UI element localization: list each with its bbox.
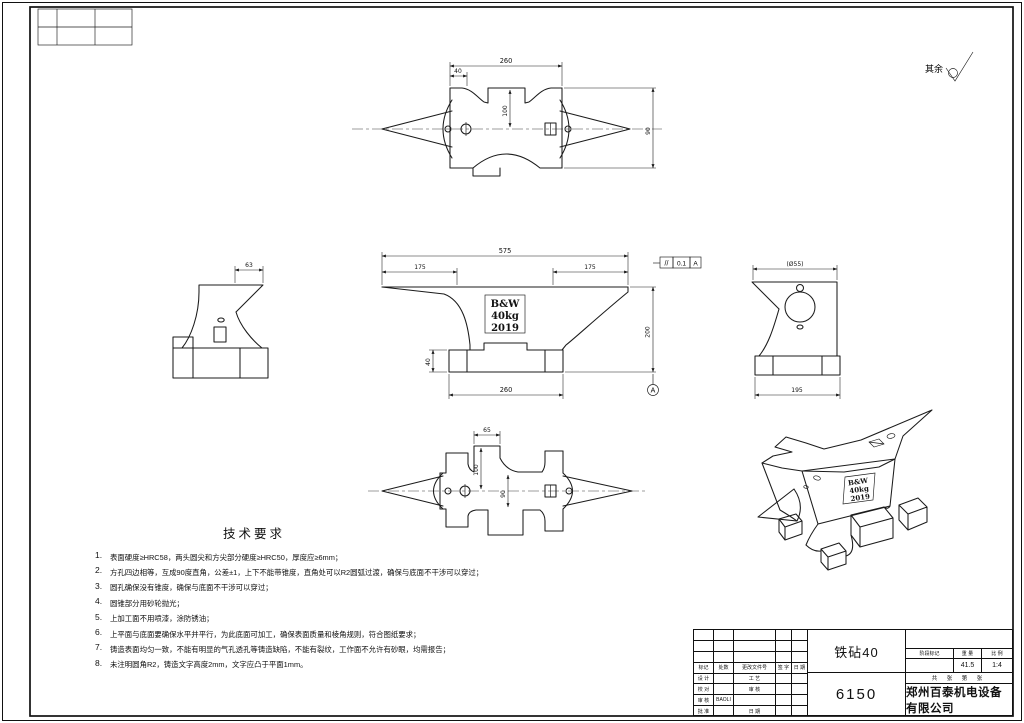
brand-line3: 2019 — [491, 323, 519, 334]
dim-260-top: 260 — [500, 57, 513, 65]
dim-dia: (Ø55) — [786, 261, 803, 268]
iso-brand-line3: 2019 — [850, 492, 871, 504]
drawing-number: 6150 — [835, 686, 878, 703]
stage-weight-scale-values: 41.5 1:4 — [906, 659, 1012, 673]
dim-175-right: 175 — [584, 264, 596, 271]
bottom-view: 65 100 90 — [368, 427, 648, 536]
title-block-center: 铁砧40 6150 — [808, 630, 906, 716]
sheet-count-note: 共 张 第 张 — [906, 673, 1012, 684]
dim-65: 65 — [483, 427, 491, 434]
scale-value: 1:4 — [992, 662, 1002, 669]
dim-90-bottom: 90 — [500, 490, 507, 498]
title-block-signatures: 标记 处数 更改文件号 签 字 日 期 设 计 工 艺 校 对 审 核 审 核 … — [694, 630, 808, 716]
surface-finish-note: 其余 — [925, 51, 974, 82]
part-name: 铁砧40 — [808, 630, 905, 673]
weight-value: 41.5 — [954, 659, 982, 672]
row-check: 校 对 审 核 — [694, 684, 807, 696]
dim-40-front: 40 — [425, 358, 432, 366]
left-side-view: 63 — [172, 262, 269, 379]
dim-260-front: 260 — [500, 386, 513, 394]
front-view: B&W 40kg 2019 575 175 175 200 40 260 // — [381, 247, 702, 399]
iso-brand-plate: B&W 40kg 2019 — [847, 476, 871, 504]
roughness-icon — [945, 51, 974, 82]
tech-requirements-title: 技术要求 — [223, 527, 286, 541]
title-block: 标记 处数 更改文件号 签 字 日 期 设 计 工 艺 校 对 审 核 审 核 … — [693, 629, 1013, 716]
right-side-view: (Ø55) 195 — [751, 261, 841, 399]
tech-requirement-item: 2. 方孔四边相等，互成90度直角，公差±1，上下不能带锥度，直角处可以R2圆弧… — [95, 565, 484, 577]
tech-requirement-item: 3. 圆孔确保没有锥度，确保与底面不干涉可以穿过； — [95, 580, 273, 593]
company-name: 郑州百泰机电设备有限公司 — [906, 687, 1002, 715]
row-audit: 审 核 BAOLI — [694, 695, 807, 707]
dim-100-bottom: 100 — [473, 464, 480, 476]
dim-90-top: 90 — [645, 127, 652, 135]
tolerance-value: 0.1 — [677, 261, 686, 268]
isometric-view: B&W 40kg 2019 — [757, 409, 933, 571]
material-cell — [906, 630, 1012, 649]
tech-requirement-item: 6. 上平面与底面要确保水平并平行，为此底面可加工，确保表面质量和棱角规则，符合… — [95, 626, 421, 639]
tech-requirement-item: 1. 表面硬度≥HRC58，两头圆尖和方尖部分硬度≥HRC50，厚度应≥6mm； — [95, 550, 343, 562]
dim-40-top: 40 — [454, 68, 462, 75]
tolerance-datum: A — [693, 261, 698, 268]
dim-100-top: 100 — [502, 105, 509, 117]
row-design: 设 计 工 艺 — [694, 673, 807, 685]
dim-575: 575 — [499, 247, 512, 255]
top-view: 260 40 100 90 — [352, 57, 662, 177]
iso-brand-line1: B&W — [847, 476, 868, 488]
finish-note-label: 其余 — [925, 63, 943, 74]
tech-requirement-item: 4. 圆锥部分用砂轮抛光； — [95, 596, 184, 608]
dim-175-left: 175 — [414, 264, 426, 271]
tech-requirement-item: 8. 未注明圆角R2，铸造文字高度2mm，文字应凸于平面1mm。 — [95, 657, 308, 670]
dim-195: 195 — [791, 387, 803, 394]
row-approve: 批 准 日 期 — [694, 706, 807, 716]
technical-requirements: 技术要求 1. 表面硬度≥HRC58，两头圆尖和方尖部分硬度≥HRC50，厚度应… — [95, 523, 484, 673]
tolerance-frame: // 0.1 A — [653, 256, 702, 269]
tech-requirement-item: 7. 铸造表面均匀一致，不能有明显的气孔透孔等铸造缺陷，不能有裂纹，工作面不允许… — [95, 642, 450, 654]
stage-weight-scale-header: 阶段标记 重 量 比 例 — [906, 649, 1012, 659]
brand-line1: B&W — [491, 299, 520, 310]
stage-mark-boxes — [906, 659, 954, 672]
dim-63: 63 — [245, 262, 253, 269]
datum-a-label: A — [651, 388, 656, 395]
datum-a: A — [647, 374, 659, 396]
tolerance-symbol: // — [665, 261, 669, 268]
dim-200: 200 — [645, 326, 652, 338]
title-block-right: 阶段标记 重 量 比 例 41.5 1:4 共 张 第 张 郑州百泰机电设备有限… — [906, 630, 1012, 716]
brand-line2: 40kg — [491, 311, 519, 322]
row-revision-header: 标记 处数 更改文件号 签 字 日 期 — [694, 662, 807, 674]
corner-block — [37, 8, 133, 46]
iso-brand-line2: 40kg — [849, 484, 870, 496]
tech-requirement-item: 5. 上加工面不用喷漆，涂防锈油； — [95, 611, 214, 624]
